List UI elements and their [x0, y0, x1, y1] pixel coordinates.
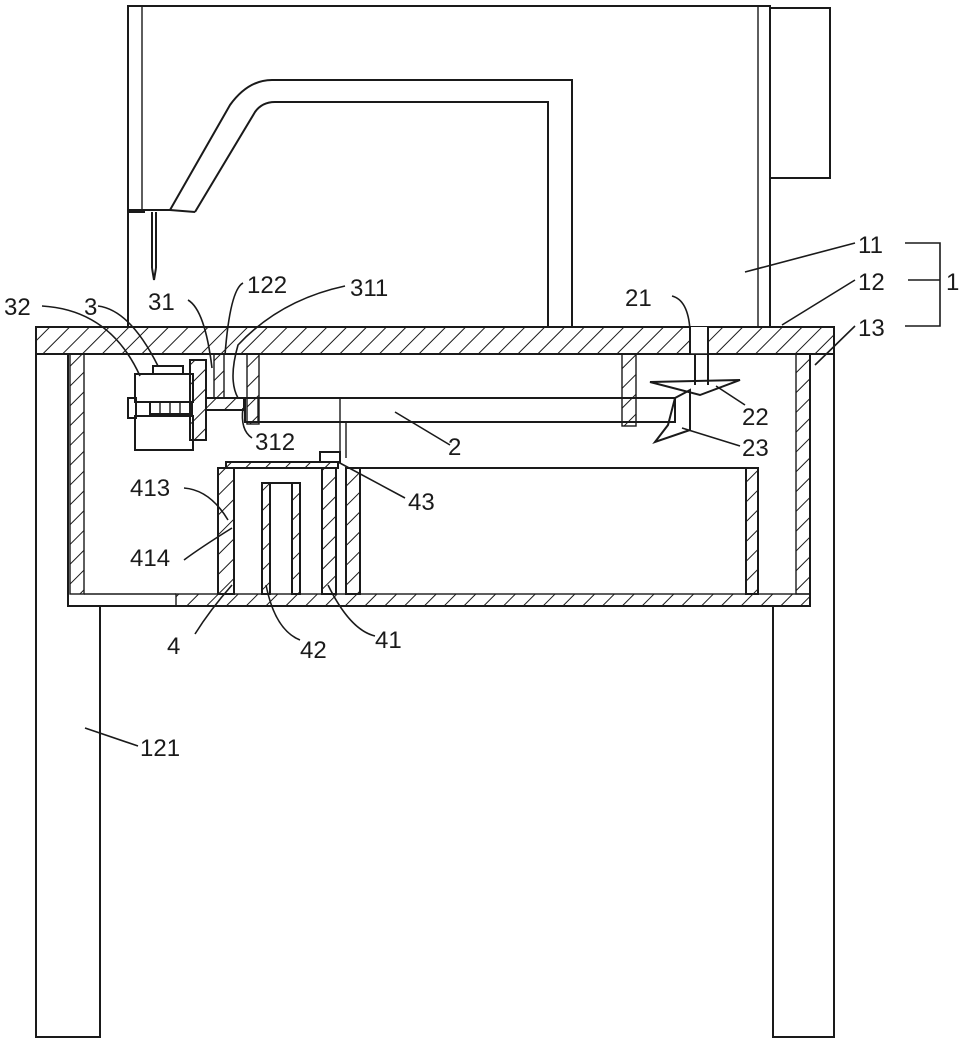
- label-3: 3: [84, 294, 97, 321]
- label-121: 121: [140, 735, 180, 762]
- label-43: 43: [408, 489, 435, 516]
- clamp-assembly: [128, 354, 244, 450]
- label-13: 13: [858, 315, 885, 342]
- label-32: 32: [4, 294, 31, 321]
- label-11: 11: [858, 232, 883, 259]
- label-22: 22: [742, 404, 769, 431]
- label-1: 1: [946, 269, 959, 296]
- table-top: [36, 327, 834, 354]
- label-41: 41: [375, 627, 402, 654]
- label-312: 312: [255, 429, 295, 456]
- label-4: 4: [167, 633, 180, 660]
- label-2: 2: [448, 434, 461, 461]
- label-23: 23: [742, 435, 769, 462]
- label-42: 42: [300, 637, 327, 664]
- label-413: 413: [130, 475, 170, 502]
- label-414: 414: [130, 545, 170, 572]
- label-122: 122: [247, 272, 287, 299]
- needle: [152, 212, 156, 280]
- legs: [36, 354, 834, 1037]
- under-box: [68, 354, 810, 606]
- label-31: 31: [148, 289, 175, 316]
- label-12: 12: [858, 269, 885, 296]
- label-311: 311: [350, 275, 388, 302]
- lower-container: [218, 452, 758, 594]
- label-21: 21: [625, 285, 652, 312]
- reference-labels: 11 12 1 13 21 22 23 2 122 311 312 31 3 3…: [4, 232, 959, 762]
- machine-body: [128, 6, 830, 327]
- shaft: [245, 354, 740, 458]
